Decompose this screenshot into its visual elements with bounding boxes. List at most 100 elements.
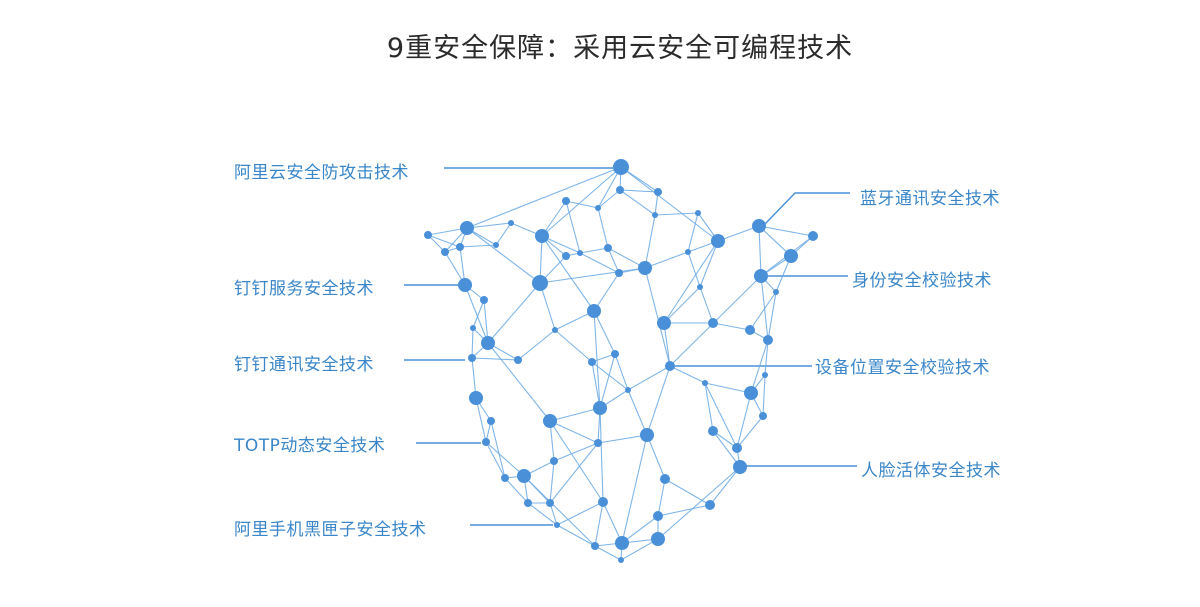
network-node [587,304,601,318]
network-edge [657,478,666,517]
network-node [733,460,747,474]
leader-line [764,192,850,225]
network-node [593,401,607,415]
network-node [708,318,718,328]
network-edge [704,382,714,432]
network-edge [427,234,461,248]
label-black-box: 阿里手机黑匣子安全技术 [234,520,427,540]
network-edge [657,466,741,540]
network-edge [599,407,604,503]
network-node [562,252,570,260]
network-edge [687,251,701,288]
network-node [654,188,662,196]
network-edge [475,397,487,443]
network-edge [646,434,666,480]
network-node [595,205,601,211]
network-edge [554,310,595,331]
network-edge [565,200,581,254]
network-edge [594,501,604,547]
network-node [759,412,767,420]
network-edge [427,234,446,253]
network-edge [657,504,711,517]
network-node [470,325,476,331]
label-totp: TOTP动态安全技术 [234,436,386,456]
network-node [625,387,631,393]
label-aliyun-anti-attack: 阿里云安全防攻击技术 [234,163,409,183]
network-edge [767,291,777,341]
network-node [588,358,596,366]
network-node [469,391,483,405]
network-edge [646,365,671,436]
network-edge [699,286,714,324]
network-node [456,243,464,251]
network-edge [664,478,711,506]
network-edge [472,299,485,329]
network-edge [749,291,777,331]
network-node [708,426,718,436]
network-edge [687,212,699,253]
network-edge [627,365,671,391]
network-edge [607,247,646,269]
label-bluetooth: 蓝牙通讯安全技术 [860,189,1000,209]
network-node [651,532,665,546]
network-edge [553,442,599,462]
network-node [762,372,768,378]
network-edge [736,392,752,449]
network-edge [579,252,620,274]
network-edge [539,267,646,284]
network-node [697,284,703,290]
network-edge [619,189,656,216]
network-edge [487,342,551,422]
network-edge [517,329,556,361]
network-node [665,361,675,371]
network-nodes [424,159,818,563]
network-edge [619,189,659,193]
network-node [763,335,773,345]
network-edge [663,322,671,367]
network-edge [554,329,593,363]
network-edge [593,310,616,355]
network-node [535,229,549,243]
network-node [808,231,818,241]
network-node [501,474,509,482]
network-edge [621,434,648,544]
leader-lines [404,167,857,526]
network-node [508,220,514,226]
network-edge [620,538,659,561]
network-edge [527,502,558,526]
network-edge [471,327,474,359]
network-edge [712,430,741,468]
network-node [460,221,474,235]
network-node [638,261,652,275]
network-node [424,231,432,239]
network-edge [504,477,529,504]
network-node [640,428,654,442]
network-edge [549,407,601,422]
network-node [744,386,758,400]
network-node [514,356,522,364]
network-edge [565,200,599,209]
network-node [546,499,554,507]
network-node [695,210,701,216]
network-node [550,457,558,465]
network-edge [758,225,762,277]
label-dingtalk-comm: 钉钉通讯安全技术 [234,355,374,375]
network-node [711,234,725,248]
network-node [481,336,495,350]
network-edge [758,225,814,237]
network-node [591,542,599,550]
network-edge [663,286,701,324]
network-edge [549,460,555,504]
network-edge [591,353,616,363]
network-edge [699,240,719,288]
network-node [754,269,768,283]
network-edge [591,361,601,409]
network-edge [704,382,752,394]
network-edge [591,361,629,391]
network-node [611,350,619,358]
network-node [604,244,612,252]
network-node [517,469,531,483]
network-node [487,417,495,425]
network-edge [594,545,622,561]
